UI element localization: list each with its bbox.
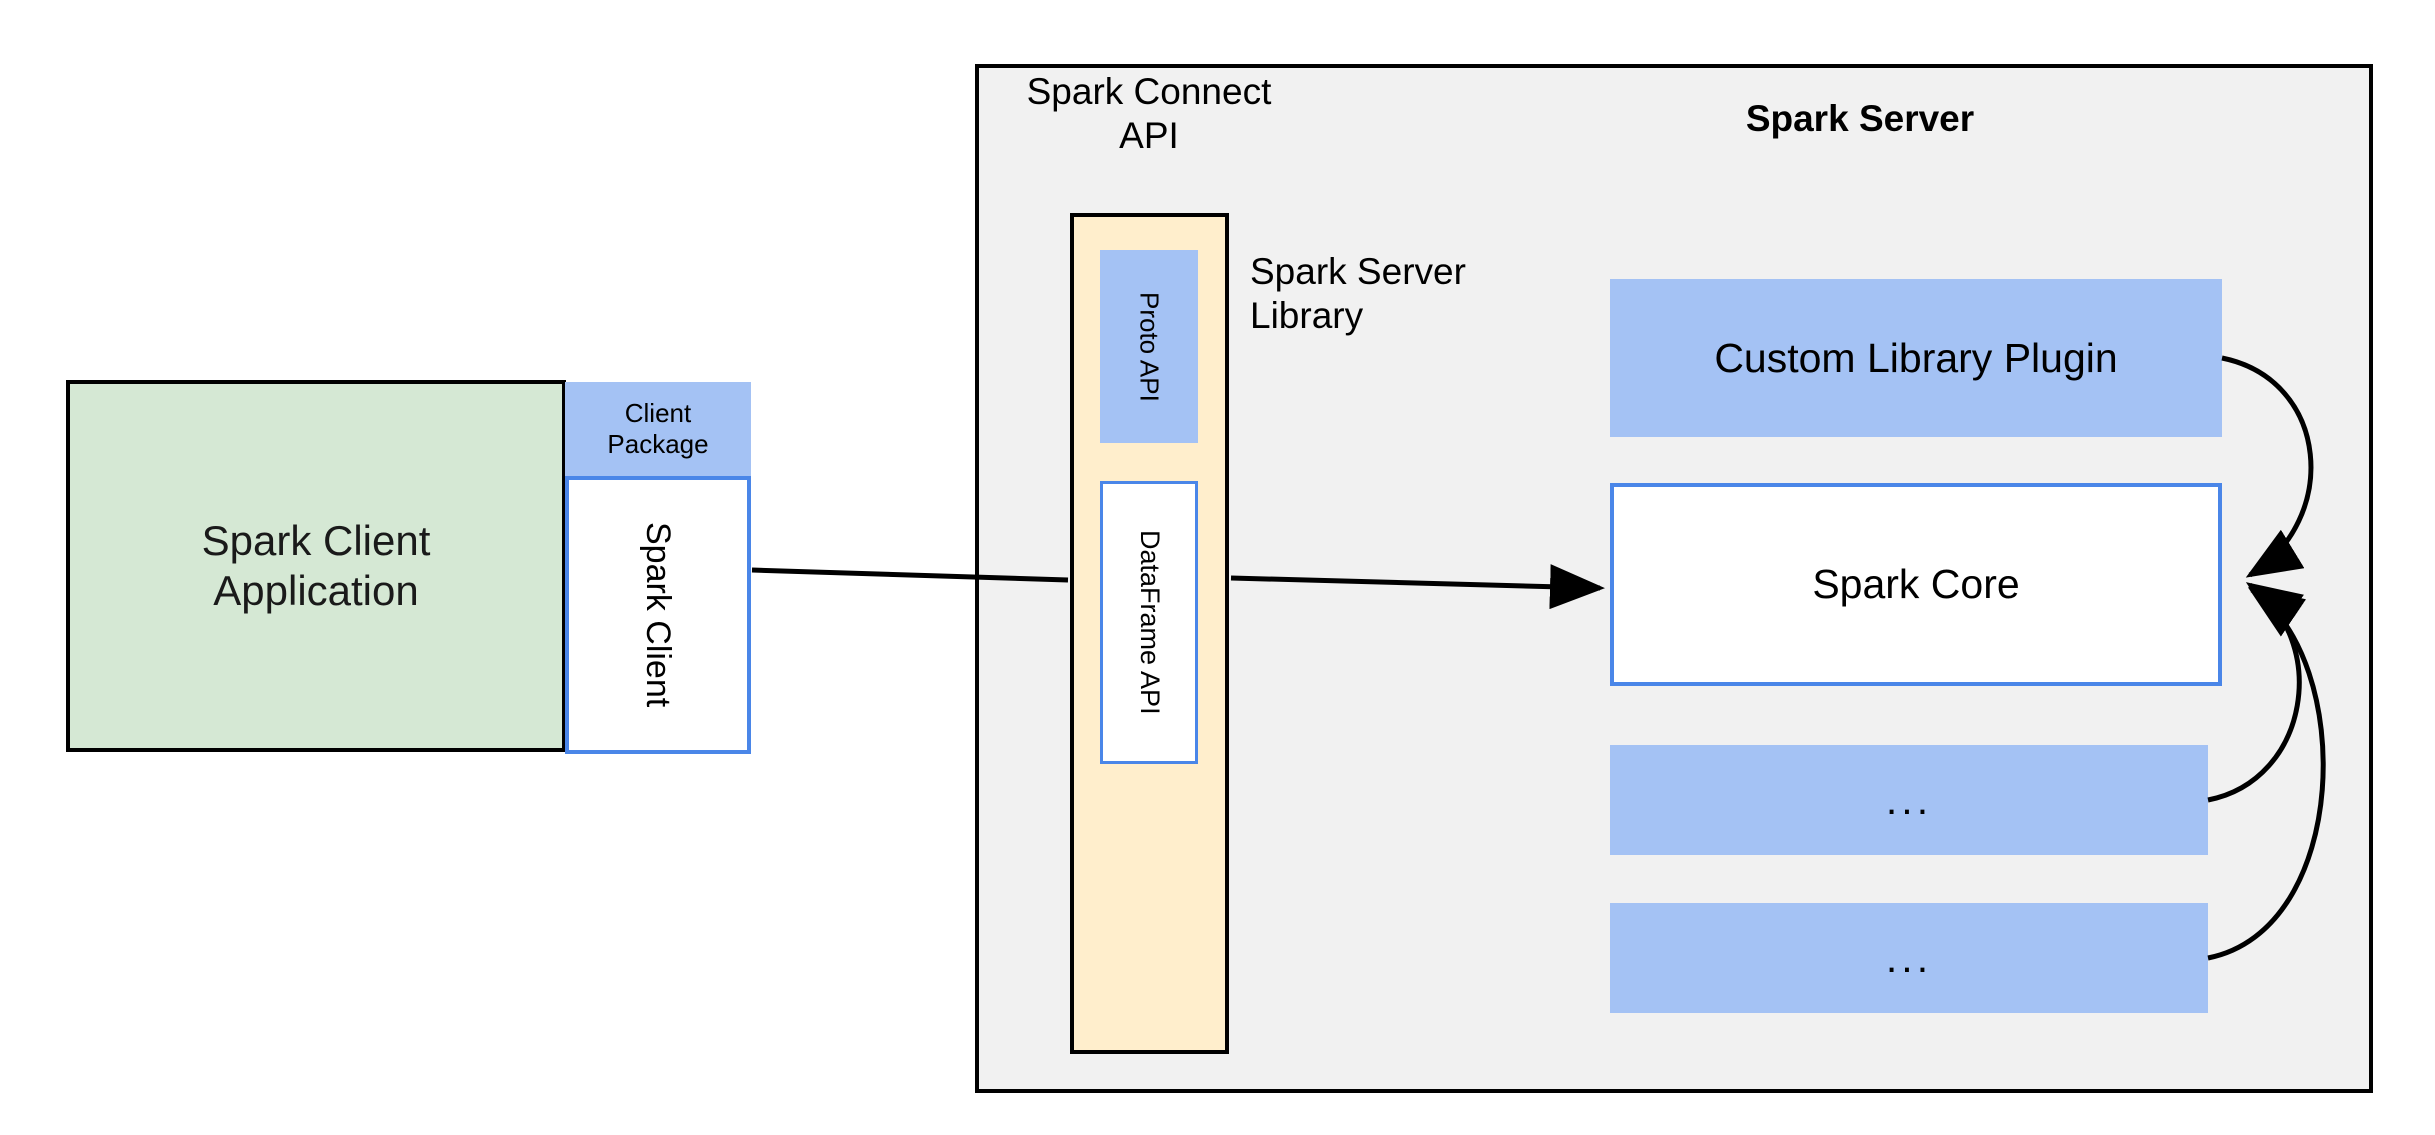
custom-library-plugin-label: Custom Library Plugin xyxy=(1714,334,2118,381)
placeholder-component-box-2[interactable]: ... xyxy=(1610,903,2208,1013)
spark-connect-api-label: Spark Connect API xyxy=(1026,71,1272,157)
placeholder-label-2: ... xyxy=(1885,934,1933,981)
spark-client-application-label: Spark Client Application xyxy=(201,516,431,614)
placeholder-component-box-1[interactable]: ... xyxy=(1610,745,2208,855)
spark-core-label: Spark Core xyxy=(1812,561,2020,608)
proto-api-box[interactable]: Proto API xyxy=(1100,250,1198,443)
dataframe-api-box[interactable]: DataFrame API xyxy=(1100,481,1198,764)
placeholder-label-1: ... xyxy=(1885,776,1933,823)
spark-client-label: Spark Client xyxy=(639,522,678,708)
spark-client-application-box[interactable]: Spark Client Application xyxy=(66,380,566,752)
proto-api-label: Proto API xyxy=(1134,291,1165,402)
spark-core-box[interactable]: Spark Core xyxy=(1610,483,2222,686)
spark-server-title: Spark Server xyxy=(1745,98,1975,139)
spark-server-library-label: Spark Server Library xyxy=(1250,251,1466,337)
dataframe-api-label: DataFrame API xyxy=(1134,530,1165,715)
client-package-box[interactable]: Client Package xyxy=(565,382,751,476)
client-package-label: Client Package xyxy=(607,397,709,459)
spark-client-box[interactable]: Spark Client xyxy=(565,476,751,754)
custom-library-plugin-box[interactable]: Custom Library Plugin xyxy=(1610,279,2222,437)
